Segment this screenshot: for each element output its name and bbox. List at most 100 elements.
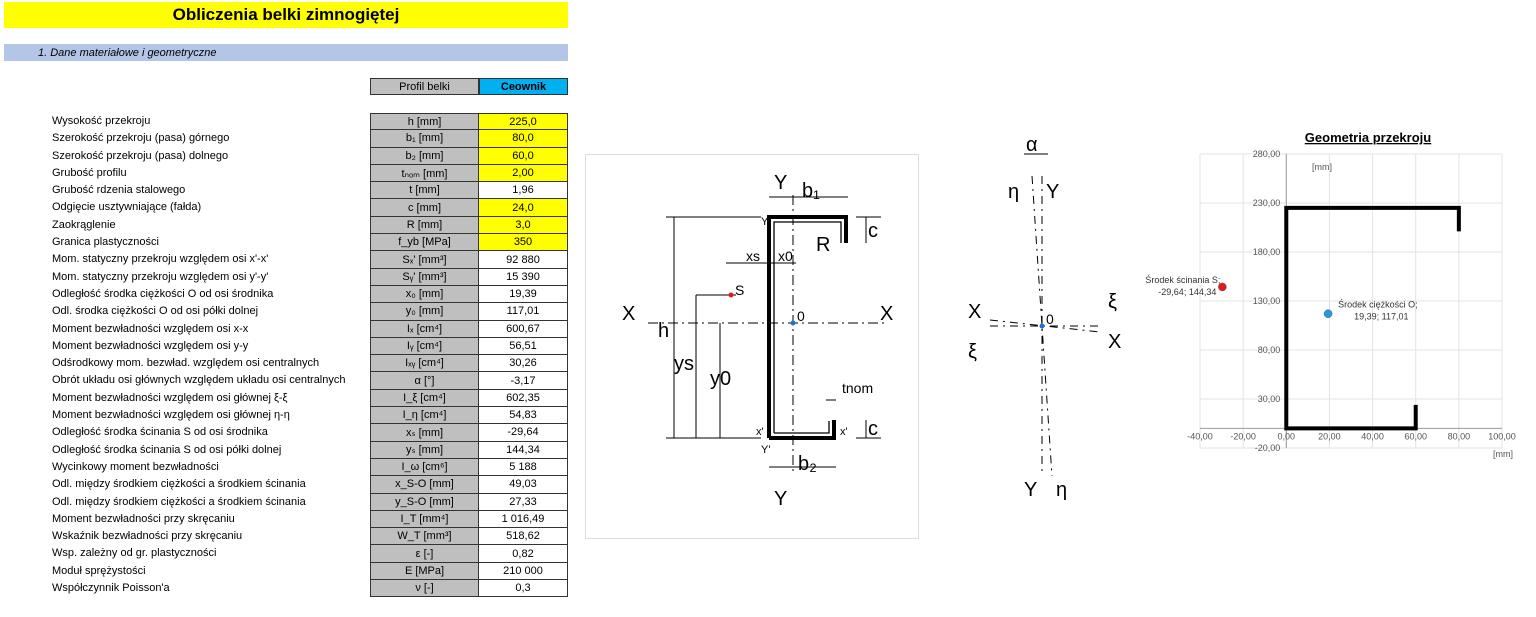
row-symbol: W_T [mm³]	[370, 528, 479, 546]
row-label: Odl. między środkiem ciężkości a środkie…	[52, 495, 306, 508]
row-input-value[interactable]: 350	[479, 234, 568, 252]
chart-x-tick-label: 100,00	[1488, 431, 1516, 441]
row-input-value[interactable]: 80,0	[479, 130, 568, 148]
row-value: 19,39	[479, 285, 568, 304]
row-label: Granica plastyczności	[52, 236, 159, 249]
row-value: 54,83	[479, 407, 568, 425]
row-label: Odśrodkowy mom. bezwład. względem osi ce…	[52, 357, 320, 370]
row-label: Odległość środka ciężkości O od osi środ…	[52, 287, 274, 300]
chart-point-coords: 19,39; 117,01	[1354, 312, 1408, 322]
row-label: Odl. między środkiem ciężkości a środkie…	[52, 478, 306, 491]
row-input-value[interactable]: 225,0	[479, 113, 568, 131]
chart-y-tick-label: 30,00	[1258, 394, 1281, 404]
diagram-label-y0: y0	[710, 368, 731, 390]
row-symbol: h [mm]	[370, 113, 479, 131]
chart-y-tick-label: 280,00	[1253, 149, 1281, 159]
chart-point	[1323, 309, 1333, 318]
row-value: 518,62	[479, 528, 568, 546]
row-value: 0,3	[479, 580, 568, 598]
chart-point	[1218, 282, 1227, 292]
row-label: Szerokość przekroju (pasa) dolnego	[52, 149, 229, 162]
row-value: 1 016,49	[479, 510, 568, 529]
axes-label-xi-left: ξ	[968, 341, 977, 363]
diagram-label-yprime-top: Y'	[761, 216, 770, 228]
axes-label-x-right: X	[1108, 331, 1121, 353]
row-input-value[interactable]: 3,0	[479, 216, 568, 235]
cross-section-diagram: Y Y X X b₁ b₂ R c c h ys y0 xs x0 S 0 tn…	[585, 154, 919, 539]
axes-label-y-bottom: Y	[1024, 479, 1037, 501]
chart-y-tick-label: 230,00	[1253, 198, 1281, 208]
diagram-label-x-right: X	[880, 303, 893, 325]
diagram-label-xprime-right: x'	[840, 426, 848, 438]
row-label: Obrót układu osi głównych względem układ…	[52, 374, 346, 387]
row-symbol: xₛ [mm]	[370, 424, 479, 442]
row-symbol: y₀ [mm]	[370, 303, 479, 321]
row-value: 5 188	[479, 458, 568, 477]
header-profile-value[interactable]: Ceownik	[479, 78, 568, 95]
diagram-label-c-bottom: c	[868, 418, 878, 440]
axes-label-x-left: X	[968, 301, 981, 323]
diagram-label-y-top: Y	[774, 172, 787, 194]
row-value: 210 000	[479, 562, 568, 581]
row-input-value[interactable]: 60,0	[479, 147, 568, 165]
row-value: 602,35	[479, 389, 568, 408]
row-value: 600,67	[479, 320, 568, 338]
chart-x-tick-label: 0,00	[1278, 431, 1296, 441]
diagram-label-r: R	[816, 234, 830, 256]
diagram-label-h: h	[658, 320, 669, 342]
row-value: 144,34	[479, 441, 568, 459]
row-label: Odgięcie usztywniające (fałda)	[52, 201, 202, 214]
row-symbol: Iₓᵧ [cm⁴]	[370, 355, 479, 373]
row-input-value[interactable]: 24,0	[479, 199, 568, 217]
geometry-chart: Geometria przekroju [mm] [mm] -40,00-20,…	[1145, 126, 1532, 466]
row-symbol: b₁ [mm]	[370, 130, 479, 148]
row-label: Zaokrąglenie	[52, 218, 116, 231]
row-value: 27,33	[479, 493, 568, 511]
chart-x-tick-label: 60,00	[1404, 431, 1427, 441]
chart-point-coords: -29,64; 144,34	[1158, 287, 1216, 297]
axes-label-alpha: α	[1026, 134, 1038, 156]
diagram-label-xs: xs	[746, 248, 760, 264]
row-symbol: R [mm]	[370, 216, 479, 235]
diagram-label-y-bottom: Y	[774, 488, 787, 510]
row-input-value[interactable]: 2,00	[479, 164, 568, 183]
row-label: Mom. statyczny przekroju względem osi y'…	[52, 270, 269, 283]
chart-point-label: Środek ścinania S;	[1145, 274, 1220, 285]
row-symbol: Iᵧ [cm⁴]	[370, 337, 479, 356]
axes-label-xi-right: ξ	[1108, 291, 1117, 313]
principal-axes-diagram: α η Y Y η X ξ ξ X 0	[960, 134, 1140, 506]
row-symbol: I_ω [cm⁶]	[370, 458, 479, 477]
row-symbol: I_ξ [cm⁴]	[370, 389, 479, 408]
row-label: Moment bezwładności względem osi głównej…	[52, 391, 288, 404]
header-profile-label: Profil belki	[370, 78, 479, 95]
diagram-label-tnom: tnom	[842, 380, 873, 396]
row-value: 49,03	[479, 476, 568, 494]
chart-y-tick-label: -20,00	[1255, 443, 1281, 453]
row-value: 117,01	[479, 303, 568, 321]
chart-x-tick-label: -40,00	[1187, 431, 1213, 441]
diagram-label-c-top: c	[868, 220, 878, 242]
row-symbol: ε [-]	[370, 545, 479, 563]
diagram-label-b1: b₁	[802, 180, 820, 202]
row-value: 56,51	[479, 337, 568, 356]
row-label: Wskaźnik bezwładności przy skręcaniu	[52, 530, 243, 543]
diagram-label-xprime-left: x'	[756, 426, 764, 438]
axes-label-y-top: Y	[1046, 181, 1059, 203]
row-symbol: α [°]	[370, 372, 479, 390]
axes-label-eta-top: η	[1008, 181, 1019, 203]
section-header: 1. Dane materiałowe i geometryczne	[4, 44, 568, 61]
row-symbol: b₂ [mm]	[370, 147, 479, 165]
row-value: 1,96	[479, 182, 568, 200]
diagram-label-x-left: X	[622, 303, 635, 325]
row-symbol: Sᵧ' [mm³]	[370, 268, 479, 286]
row-symbol: yₛ [mm]	[370, 441, 479, 459]
row-value: -29,64	[479, 424, 568, 442]
chart-title: Geometria przekroju	[1305, 130, 1431, 145]
row-label: Odległość środka ścinania S od osi półki…	[52, 443, 282, 456]
row-label: Moduł sprężystości	[52, 564, 146, 577]
row-symbol: E [MPa]	[370, 562, 479, 581]
row-label: Grubość profilu	[52, 166, 127, 179]
chart-y-axis-label: [mm]	[1312, 162, 1332, 172]
row-symbol: ν [-]	[370, 580, 479, 598]
row-value: 92 880	[479, 251, 568, 269]
